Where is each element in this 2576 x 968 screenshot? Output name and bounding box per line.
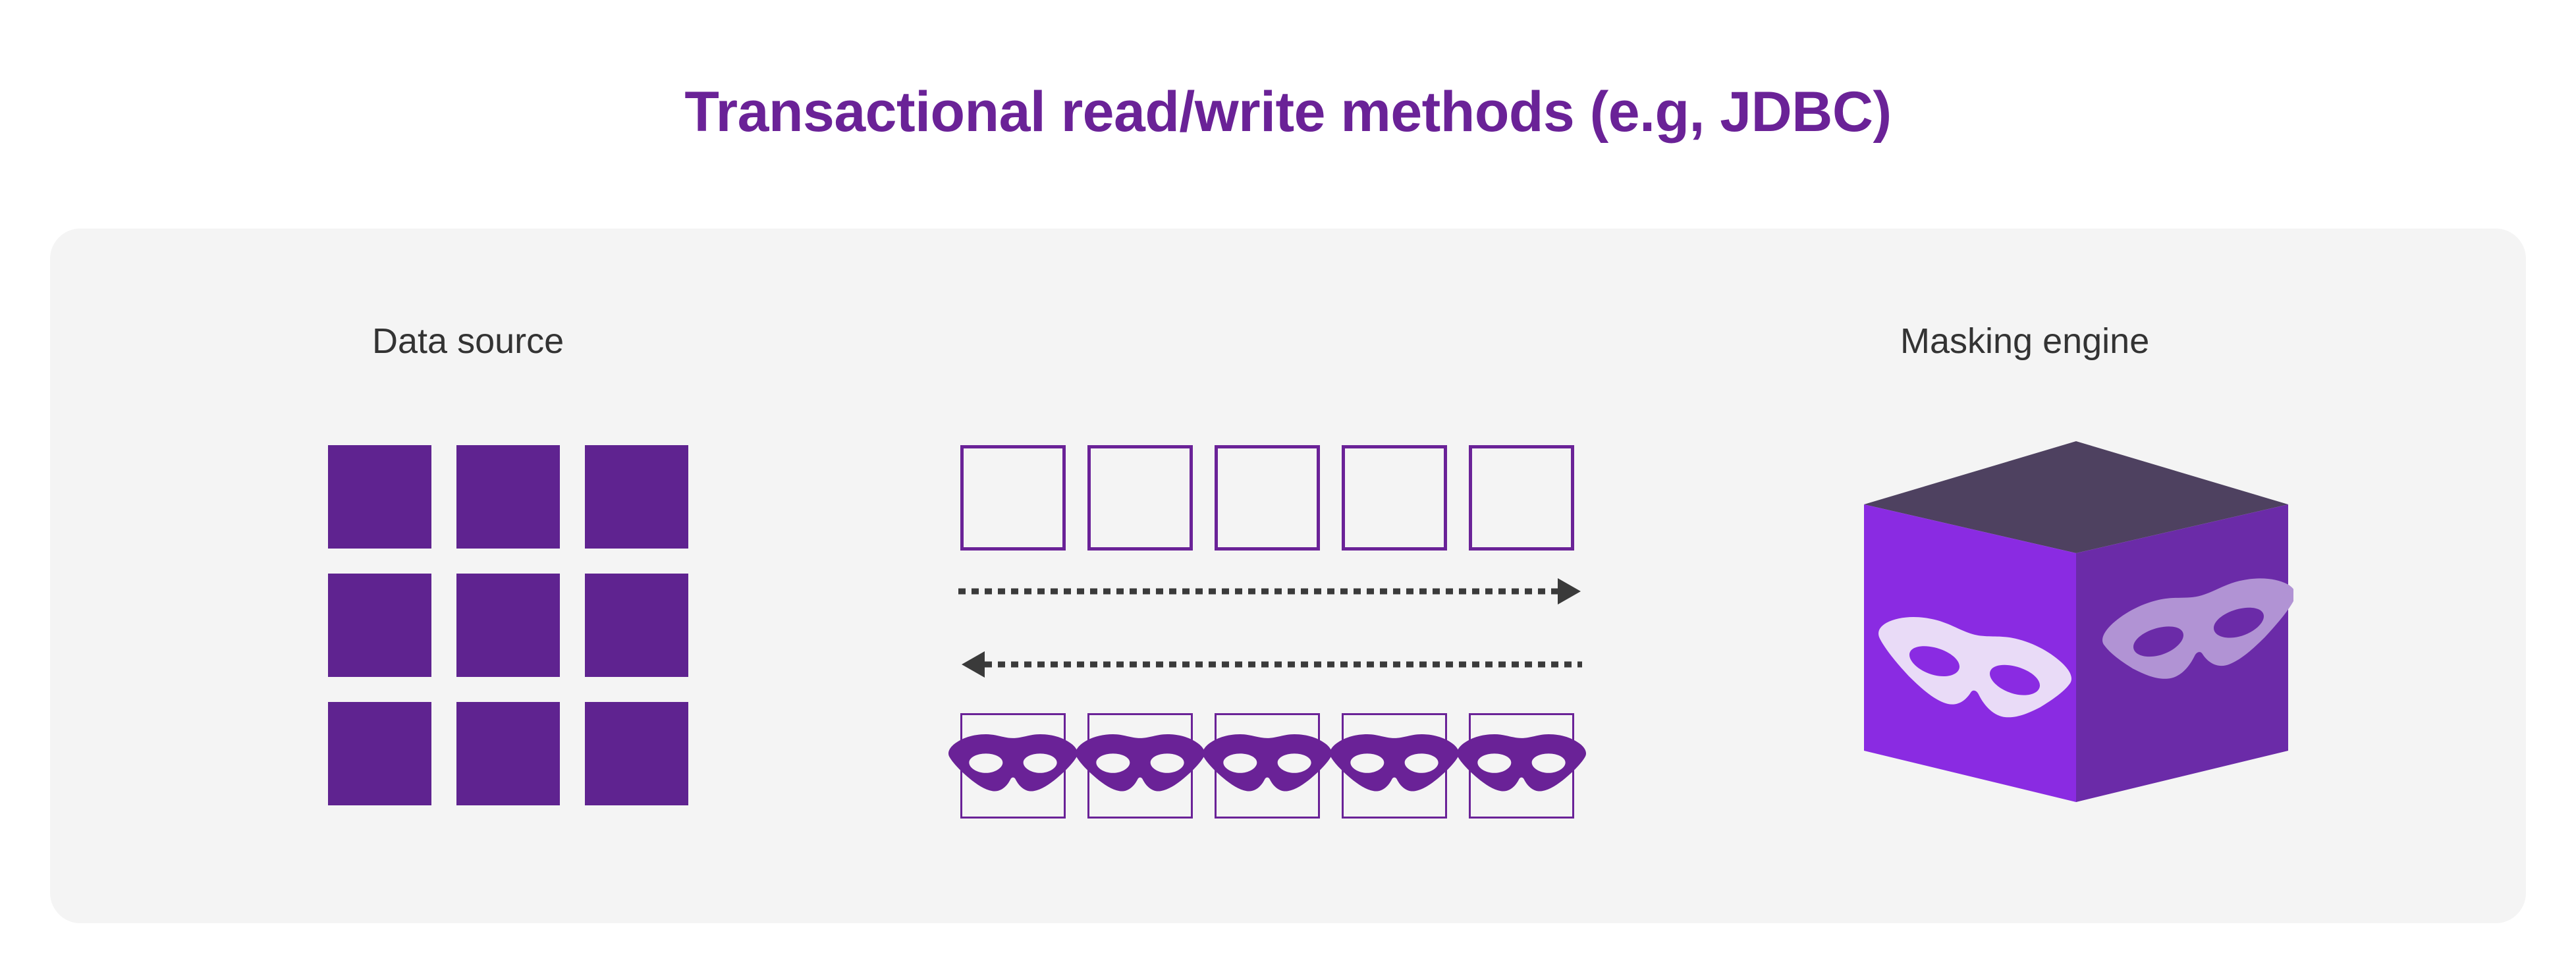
arrow-head-right	[1558, 578, 1581, 605]
page-title: Transactional read/write methods (e.g, J…	[684, 80, 1892, 144]
masking-engine-cube-icon	[1859, 436, 2295, 806]
masquerade-mask-icon	[1457, 734, 1586, 792]
cube-right-mask-icon	[2102, 578, 2295, 679]
cube-top-face	[1864, 441, 2288, 553]
data-grid-cell	[456, 702, 560, 805]
masked-record-box	[1203, 713, 1332, 819]
plain-record-box	[1087, 445, 1193, 551]
masked-record-row	[948, 713, 1586, 819]
masked-record-box	[948, 713, 1078, 819]
data-grid-cell	[456, 445, 560, 549]
masked-record-box	[1330, 713, 1459, 819]
plain-record-row	[960, 445, 1574, 551]
data-source-label: Data source	[372, 321, 564, 361]
arrow-read-request	[948, 574, 1594, 612]
data-source-grid	[328, 445, 688, 805]
arrow-masked-response	[948, 647, 1594, 685]
masked-record-box	[1457, 713, 1586, 819]
masquerade-mask-icon	[948, 734, 1078, 792]
plain-record-box	[1215, 445, 1320, 551]
arrow-head-left	[962, 651, 985, 678]
data-grid-cell	[456, 574, 560, 677]
plain-record-box	[1469, 445, 1574, 551]
masquerade-mask-icon	[1330, 734, 1459, 792]
masked-record-box	[1076, 713, 1205, 819]
masquerade-mask-icon	[1203, 734, 1332, 792]
plain-record-box	[960, 445, 1066, 551]
data-grid-cell	[585, 574, 688, 677]
plain-record-box	[1342, 445, 1447, 551]
data-grid-cell	[585, 702, 688, 805]
data-grid-cell	[585, 445, 688, 549]
masquerade-mask-icon	[1076, 734, 1205, 792]
cube-left-mask-icon	[1878, 617, 2071, 718]
data-grid-cell	[328, 445, 431, 549]
masking-engine-label: Masking engine	[1900, 321, 2150, 361]
data-grid-cell	[328, 702, 431, 805]
data-grid-cell	[328, 574, 431, 677]
